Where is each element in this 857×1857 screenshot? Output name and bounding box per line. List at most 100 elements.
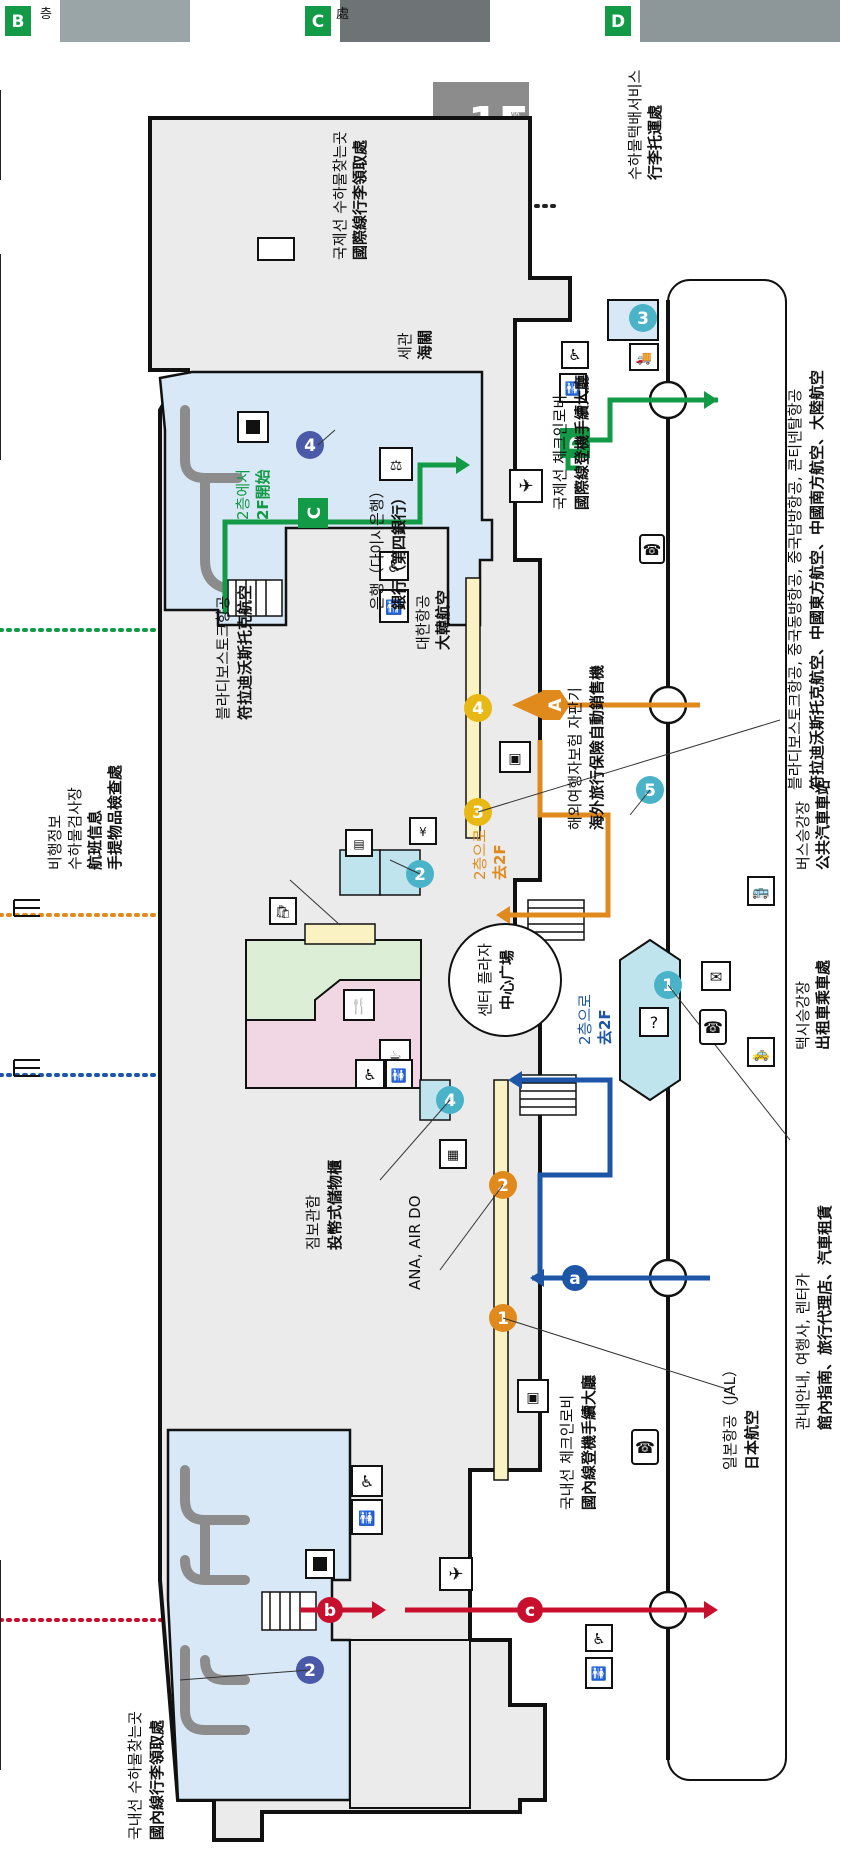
svg-text:🚚: 🚚 bbox=[636, 351, 652, 366]
dom-checkin-label-zh: 國內線登機手續大廳 bbox=[580, 1375, 598, 1510]
bank-label-zh: 銀行（第四銀行） bbox=[390, 490, 408, 610]
flight-info-label-ko: 비행정보 bbox=[46, 815, 64, 870]
dom-baggage-label-ko: 국내선 수하물찾는곳 bbox=[126, 1711, 144, 1840]
exchange-icon: ¥ bbox=[409, 817, 437, 845]
svg-text:♿: ♿ bbox=[568, 346, 581, 364]
restroom-icon: 🚻 bbox=[351, 1499, 383, 1535]
svg-text:🚌: 🚌 bbox=[752, 884, 770, 900]
svg-text:♿: ♿ bbox=[363, 1066, 376, 1084]
airplane-icon: ✈ bbox=[439, 1557, 473, 1591]
insurance-label-ko: 해외여행자보험 자판기 bbox=[566, 687, 584, 830]
wheelchair-icon: ♿ bbox=[351, 1465, 383, 1497]
pin-teal-3-label: 3 bbox=[637, 309, 649, 329]
to2f-blue-zh: 去2F bbox=[596, 1009, 614, 1045]
tab-b bbox=[5, 6, 31, 36]
bank-label-ko: 은행（다이시은행） bbox=[368, 483, 386, 610]
tag-c-label: C bbox=[305, 507, 325, 519]
baggage-icon bbox=[237, 411, 269, 443]
checkin-icon: ▣ bbox=[517, 1379, 549, 1413]
svg-text:?: ? bbox=[650, 1013, 659, 1032]
checkin-icon: ▣ bbox=[499, 741, 531, 773]
route-blue bbox=[520, 1077, 710, 1281]
tag-d-label: D bbox=[567, 436, 587, 450]
tab-d-label: D bbox=[611, 12, 625, 32]
atm-icon: ▤ bbox=[345, 829, 373, 857]
airplane-icon: ✈ bbox=[509, 469, 543, 503]
wheelchair-icon: ♿ bbox=[585, 1624, 613, 1652]
svg-text:🚻: 🚻 bbox=[591, 1666, 607, 1682]
pin-orange-2-label: 2 bbox=[497, 1176, 509, 1196]
svg-text:⚖: ⚖ bbox=[390, 458, 403, 474]
svg-text:▤: ▤ bbox=[353, 837, 364, 851]
courier-label-zh: 行李托運處 bbox=[646, 104, 664, 181]
courier-label-ko: 수하물택배서비스 bbox=[626, 69, 644, 180]
strip-fragment-2: 處 bbox=[336, 7, 349, 22]
jal-label-ko: 일본항공（JAL） bbox=[721, 1362, 739, 1470]
center-plaza-zh: 中心广場 bbox=[498, 950, 516, 1010]
security-label-zh: 手提物品檢查處 bbox=[106, 764, 124, 870]
wheelchair-icon: ♿ bbox=[379, 551, 409, 581]
dom-checkin-label-ko: 국내선 체크인로비 bbox=[558, 1395, 576, 1510]
strip-fragment-1: 층 bbox=[40, 7, 52, 22]
pin-indigo-4: 4 bbox=[296, 431, 324, 459]
tag-c: C bbox=[298, 498, 328, 528]
route-marker-a: a bbox=[562, 1265, 588, 1291]
center-plaza: 센터 플라자 中心广場 bbox=[448, 923, 562, 1037]
insurance-label-zh: 海外旅行保險自動銷售機 bbox=[588, 665, 606, 830]
restroom-icon: 🚻 bbox=[379, 589, 409, 623]
info-label-ko: 관내안내, 여행사, 렌터카 bbox=[794, 1273, 812, 1430]
restroom-icon: 🚻 bbox=[385, 1059, 413, 1089]
pin-teal-4-label: 4 bbox=[444, 1091, 456, 1111]
pin-orange-1-label: 1 bbox=[497, 1309, 509, 1329]
from2f-label-zh: 2F開始 bbox=[254, 469, 272, 520]
tab-c bbox=[305, 6, 331, 36]
locker-label-zh: 投幣式儲物櫃 bbox=[326, 1160, 344, 1250]
intl-baggage-label-ko: 국제선 수하물찾는곳 bbox=[331, 131, 349, 260]
baggage-carousels bbox=[180, 405, 250, 1735]
route-orange bbox=[510, 702, 700, 918]
svg-text:▣: ▣ bbox=[508, 751, 521, 767]
tag-a: A bbox=[542, 690, 570, 720]
map-labels: 수하물택배서비스 行李托運處 국제선 수하물찾는곳 國際線行李領取處 세관 海關… bbox=[46, 69, 834, 1840]
customs-label-ko: 세관 bbox=[396, 332, 414, 360]
baggage-icon bbox=[305, 1549, 335, 1579]
svg-text:🚻: 🚻 bbox=[385, 599, 402, 616]
telephone-icon: ☎ bbox=[699, 1009, 727, 1045]
tab-d bbox=[605, 6, 631, 36]
tag-a-label: A bbox=[546, 698, 566, 712]
restaurant-icon: 🍴 bbox=[343, 989, 375, 1021]
intl-checkin-label-zh: 國際線登機手續大廳 bbox=[573, 375, 591, 510]
svg-text:✈: ✈ bbox=[448, 1564, 463, 1585]
locker-icon: ▦ bbox=[439, 1139, 467, 1169]
route-marker-b-label: b bbox=[324, 1601, 336, 1621]
info-label-zh: 館內指南、旅行代理店、汽車租賃 bbox=[816, 1205, 834, 1431]
to2f-blue-ko: 2층으로 bbox=[576, 994, 594, 1045]
route-marker-c-label: c bbox=[525, 1601, 535, 1621]
tag-d: D bbox=[560, 428, 590, 458]
locker-label-ko: 짐보관함 bbox=[304, 1195, 322, 1250]
svg-text:▦: ▦ bbox=[447, 1148, 459, 1163]
shop-icon: 🛍 bbox=[269, 897, 297, 925]
customs-label-zh: 海關 bbox=[416, 330, 434, 360]
information-icon: ? bbox=[639, 1007, 669, 1037]
telephone-icon: ☎ bbox=[639, 534, 665, 564]
dom-baggage-label-zh: 國內線行李領取處 bbox=[148, 1719, 166, 1840]
route-marker-b: b bbox=[317, 1597, 343, 1623]
svg-text:♿: ♿ bbox=[387, 557, 401, 576]
bus-label-zh: 公共汽車車站 bbox=[814, 780, 832, 870]
taxi-icon: 🚕 bbox=[747, 1037, 775, 1067]
svg-text:✈: ✈ bbox=[518, 476, 533, 497]
restroom-icon: 🚻 bbox=[585, 1657, 613, 1689]
pin-orange-3-label: 3 bbox=[472, 803, 484, 823]
bus-icon: 🚌 bbox=[747, 876, 775, 906]
svg-text:☎: ☎ bbox=[643, 541, 662, 559]
courier-icon: 🚚 bbox=[629, 343, 659, 371]
svg-text:♿: ♿ bbox=[360, 1472, 374, 1491]
vlad-label-zh: 符拉迪沃斯托克航空 bbox=[236, 585, 254, 720]
mail-icon: ✉ bbox=[701, 961, 731, 991]
telephone-icon: ☎ bbox=[631, 1429, 659, 1465]
route-marker-a-label: a bbox=[569, 1269, 580, 1289]
vlad-label-ko: 블라디보스토크항공 bbox=[214, 596, 232, 720]
jal-label-zh: 日本航空 bbox=[743, 1410, 761, 1470]
to2f-orange-ko: 2층으로 bbox=[471, 829, 489, 880]
